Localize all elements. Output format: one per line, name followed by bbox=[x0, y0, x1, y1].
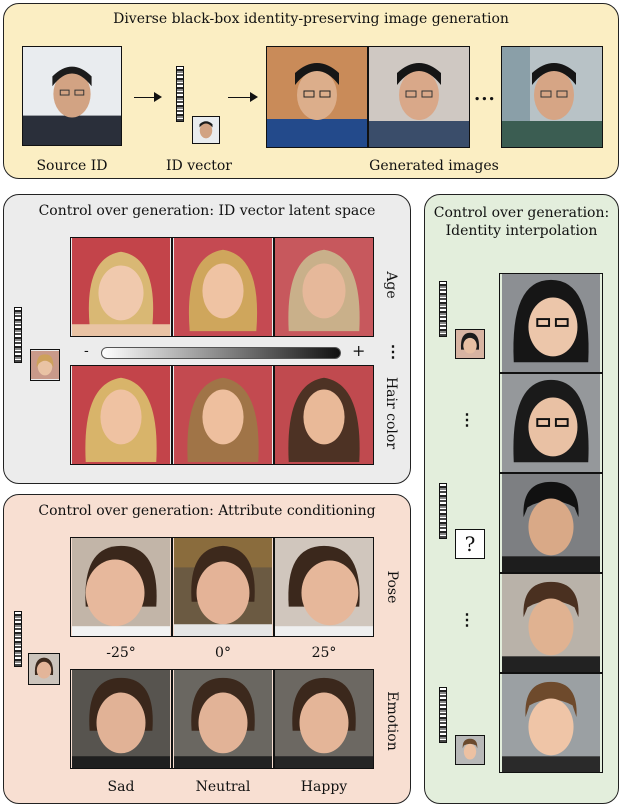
interpolation-image-3 bbox=[499, 473, 603, 573]
emotion-image-happy bbox=[274, 669, 374, 769]
age-image-young bbox=[70, 237, 172, 337]
generated-image bbox=[368, 46, 470, 148]
panel-title: Control over generation: ID vector laten… bbox=[38, 203, 376, 219]
panel-title: Control over generation: bbox=[433, 205, 610, 221]
hair-image-medium bbox=[172, 365, 274, 465]
age-image-adult bbox=[172, 237, 274, 337]
generated-caption: Generated images bbox=[369, 158, 499, 174]
panel-subtitle: Identity interpolation bbox=[445, 223, 598, 239]
hair-color-label: Hair color bbox=[383, 376, 399, 450]
pose-image-right bbox=[274, 537, 374, 637]
id-vector-icon bbox=[439, 281, 447, 337]
arrow-icon bbox=[228, 92, 258, 102]
pose-image-left bbox=[70, 537, 172, 637]
identity-interpolation-panel: Control over generation: Identity interp… bbox=[424, 194, 619, 804]
emotion-image-sad bbox=[70, 669, 172, 769]
pose-image-center bbox=[172, 537, 274, 637]
panel-title: Diverse black-box identity-preserving im… bbox=[113, 11, 509, 27]
id-vector-icon bbox=[14, 611, 22, 667]
pose-caption: -25° bbox=[106, 645, 136, 661]
identity-generation-panel: Diverse black-box identity-preserving im… bbox=[3, 3, 619, 179]
attribute-conditioning-panel: Control over generation: Attribute condi… bbox=[3, 494, 411, 804]
id-vector-thumbnail bbox=[192, 116, 220, 144]
hair-image-light bbox=[70, 365, 172, 465]
panel-title: Control over generation: Attribute condi… bbox=[38, 503, 376, 519]
age-label: Age bbox=[383, 271, 399, 299]
source-id-caption: Source ID bbox=[36, 158, 108, 174]
pose-caption: 0° bbox=[215, 645, 231, 661]
source-id-image bbox=[22, 46, 122, 146]
id-vector-icon bbox=[176, 66, 184, 122]
gradient-slider bbox=[101, 347, 341, 359]
id-vector-icon bbox=[14, 307, 22, 363]
latent-space-panel: Control over generation: ID vector laten… bbox=[3, 194, 411, 484]
emotion-caption: Happy bbox=[300, 779, 348, 795]
id-vector-thumbnail bbox=[455, 329, 485, 359]
pose-label: Pose bbox=[384, 570, 400, 604]
interpolation-image-2 bbox=[499, 373, 603, 473]
id-vector-thumbnail bbox=[30, 349, 60, 381]
slider-minus: - bbox=[84, 343, 89, 359]
id-vector-thumbnail bbox=[455, 735, 485, 765]
hair-image-dark bbox=[274, 365, 374, 465]
ellipsis: ... bbox=[474, 84, 496, 105]
id-vector-icon bbox=[439, 483, 447, 539]
emotion-image-neutral bbox=[172, 669, 274, 769]
arrow-icon bbox=[134, 92, 162, 102]
generated-image bbox=[266, 46, 368, 148]
pose-caption: 25° bbox=[311, 645, 337, 661]
id-vector-caption: ID vector bbox=[166, 158, 232, 174]
more-vertical-icon: ⋮ bbox=[385, 342, 401, 361]
emotion-label: Emotion bbox=[384, 691, 400, 751]
emotion-caption: Sad bbox=[107, 779, 135, 795]
interpolation-image-5 bbox=[499, 673, 603, 773]
slider-plus: + bbox=[352, 341, 366, 360]
id-vector-thumbnail bbox=[28, 653, 60, 685]
interpolation-image-4 bbox=[499, 573, 603, 673]
interpolation-image-1 bbox=[499, 273, 603, 373]
generated-image bbox=[501, 46, 603, 148]
age-image-old bbox=[274, 237, 374, 337]
unknown-id-box: ? bbox=[455, 529, 485, 559]
more-vertical-icon: ⋮ bbox=[459, 610, 475, 629]
more-vertical-icon: ⋮ bbox=[459, 410, 475, 429]
emotion-caption: Neutral bbox=[195, 779, 251, 795]
id-vector-icon bbox=[439, 687, 447, 743]
